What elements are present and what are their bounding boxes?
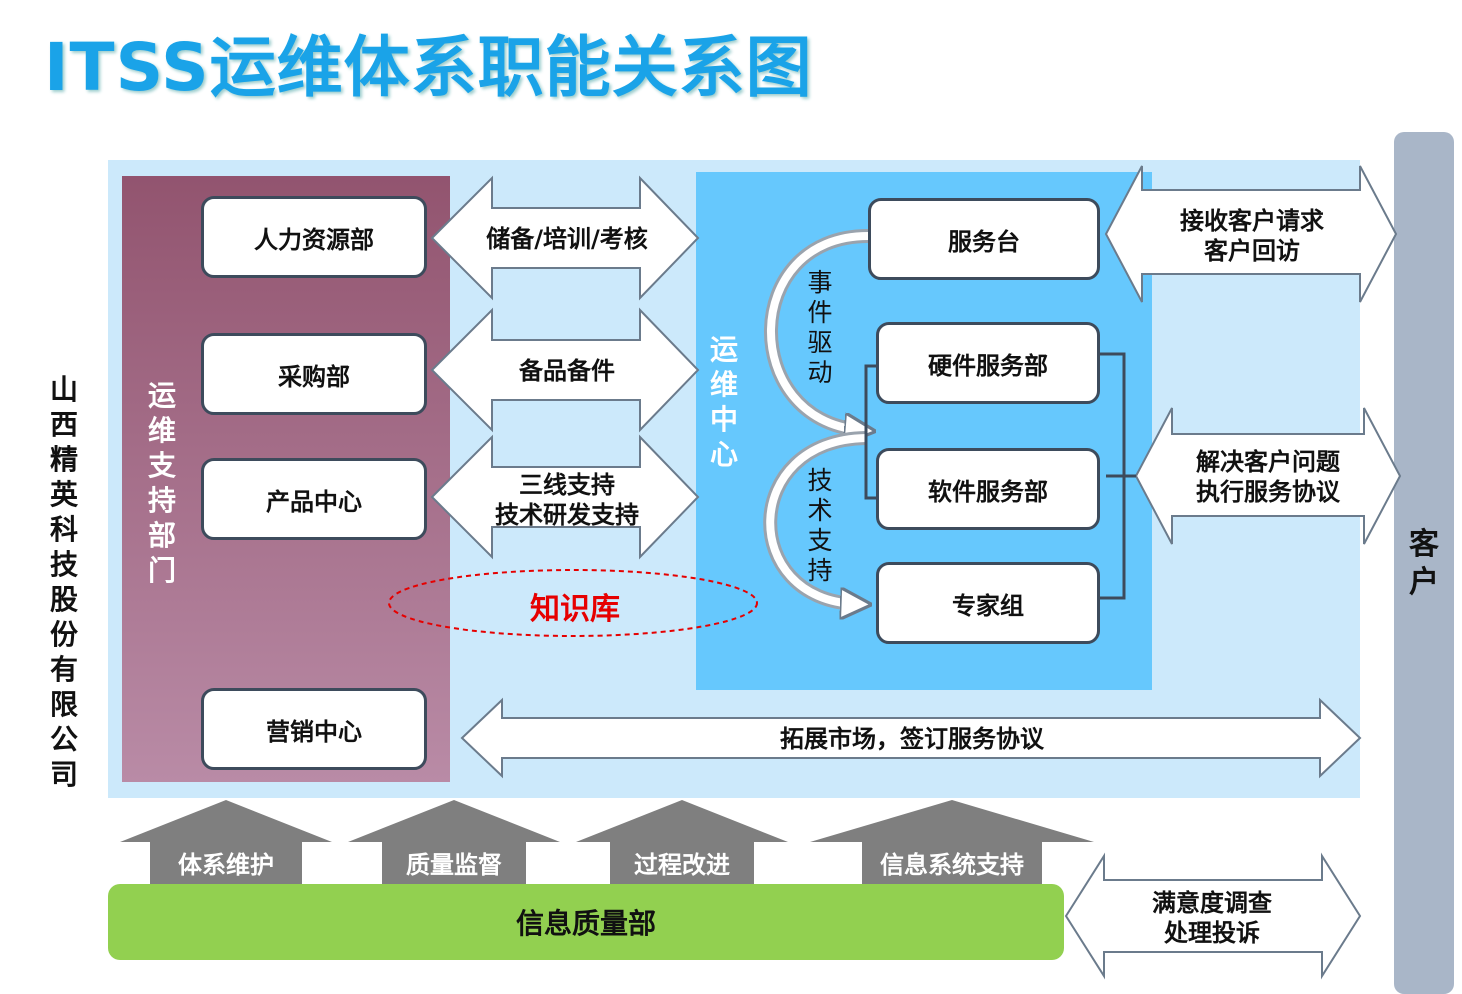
box-marketing-center: 营销中心 [201, 688, 427, 770]
label-solve-arrow-line1: 解决客户问题 [1196, 448, 1340, 476]
label-hr-arrow: 储备/培训/考核 [486, 225, 648, 253]
label-process-improvement: 过程改进 [634, 851, 730, 879]
box-hardware: 硬件服务部 [876, 322, 1100, 404]
knowledge-base-ellipse [388, 569, 758, 637]
up-arrow-3 [576, 800, 788, 886]
up-arrow-1 [120, 800, 332, 886]
arrow-product [430, 434, 700, 560]
support-dept-label: 运维支持部门 [147, 379, 176, 587]
arrow-solve [1134, 407, 1402, 545]
box-software: 软件服务部 [876, 448, 1100, 530]
arrow-hr [430, 175, 700, 301]
box-service-desk: 服务台 [868, 198, 1100, 280]
label-quality-arrow-line1: 满意度调查 [1152, 889, 1272, 917]
label-solve-arrow-line2: 执行服务协议 [1196, 478, 1340, 506]
diagram-title: ITSS运维体系职能关系图 [44, 29, 813, 106]
label-desk-arrow-line2: 客户回访 [1204, 237, 1300, 265]
up-arrow-4 [810, 800, 1094, 886]
box-purchase: 采购部 [201, 333, 427, 415]
box-product-center: 产品中心 [201, 458, 427, 540]
arrow-marketing [460, 697, 1362, 779]
ops-center-label: 运维中心 [709, 333, 738, 471]
label-tech-support: 技术支持 [807, 466, 833, 585]
label-event-driven: 事件驱动 [807, 268, 833, 387]
customer-label: 客户 [1409, 527, 1439, 600]
arrow-quality [1064, 852, 1362, 980]
label-quality-supervision: 质量监督 [406, 851, 502, 879]
up-arrow-2 [348, 800, 560, 886]
label-product-arrow-line2: 技术研发支持 [495, 501, 639, 529]
quality-dept-bar: 信息质量部 [108, 884, 1064, 960]
arrow-purchase [430, 307, 700, 433]
box-hr: 人力资源部 [201, 196, 427, 278]
label-desk-arrow-line1: 接收客户请求 [1180, 207, 1324, 235]
label-system-maintenance: 体系维护 [178, 851, 274, 879]
box-expert-group: 专家组 [876, 562, 1100, 644]
label-purchase-arrow: 备品备件 [519, 357, 615, 385]
label-product-arrow-line1: 三线支持 [519, 471, 615, 499]
knowledge-base-label: 知识库 [530, 592, 620, 627]
arrow-service-desk [1104, 165, 1398, 303]
label-info-system-support: 信息系统支持 [880, 851, 1024, 879]
company-label: 山西精英科技股份有限公司 [49, 373, 78, 791]
left-bracket [864, 364, 876, 500]
label-quality-arrow-line2: 处理投诉 [1164, 919, 1260, 947]
customer-bar [1394, 132, 1454, 994]
label-marketing-arrow: 拓展市场，签订服务协议 [780, 725, 1044, 753]
